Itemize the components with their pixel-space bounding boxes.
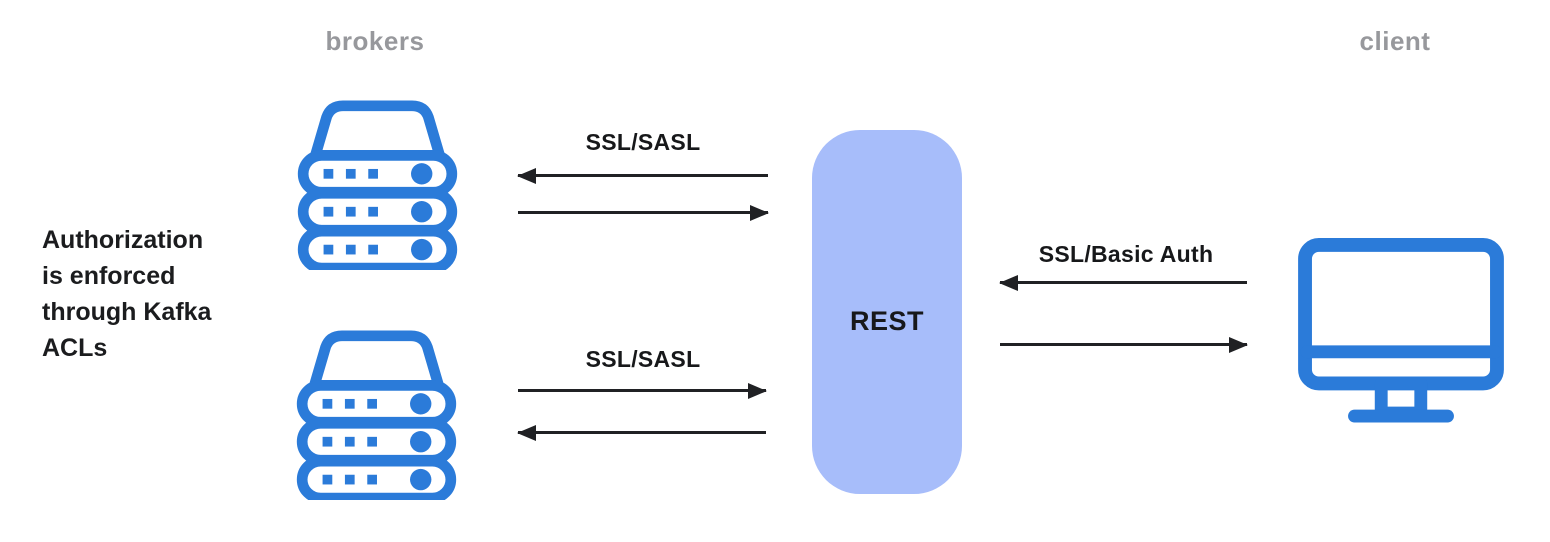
client-zone-label: client — [1359, 26, 1431, 56]
ssl-basic-auth-label: SSL/Basic Auth — [1038, 241, 1214, 267]
arrow-rest-to-client — [1000, 343, 1247, 346]
ssl-sasl-label-top: SSL/SASL — [585, 129, 701, 155]
desktop-monitor-icon — [1298, 237, 1504, 423]
ssl-sasl-label-bottom: SSL/SASL — [585, 346, 701, 372]
arrow-broker-bottom-to-rest — [518, 389, 766, 392]
arrow-rest-to-broker-top — [518, 174, 768, 177]
server-stack-icon — [297, 100, 458, 270]
authorization-annotation: Authorization is enforced through Kafka … — [42, 226, 212, 362]
server-stack-icon — [296, 330, 457, 500]
rest-node: REST — [812, 130, 962, 494]
arrow-broker-top-to-rest — [518, 211, 768, 214]
rest-node-label: REST — [849, 305, 924, 336]
arrow-rest-to-broker-bottom — [518, 431, 766, 434]
broker-bottom-node — [295, 329, 458, 500]
brokers-zone-label: brokers — [325, 26, 425, 56]
broker-top-node — [296, 99, 459, 270]
client-node — [1297, 237, 1505, 423]
arrow-client-to-rest — [1000, 281, 1247, 284]
